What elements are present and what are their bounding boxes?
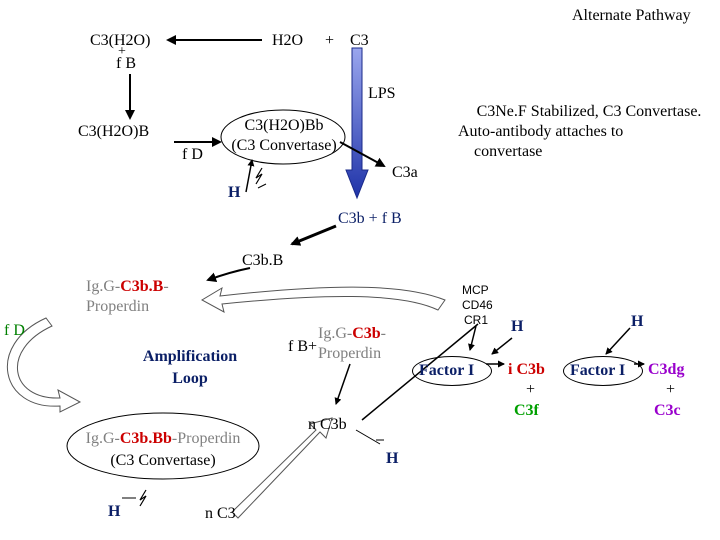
igg-c3bb-line1: Ig.G-C3b.B- — [86, 278, 169, 296]
c3a-label: C3a — [392, 164, 418, 181]
h-zigzag-top — [255, 167, 263, 185]
cr1-label: CR1 — [464, 313, 489, 327]
h-lower-line — [355, 429, 381, 445]
h-zigzag-bottom — [139, 489, 147, 507]
plus-c3dg-label: + — [666, 381, 676, 398]
lps-label: LPS — [368, 85, 396, 102]
igg2-c3b: C3b — [352, 325, 381, 342]
plus-small-label: + — [118, 44, 126, 59]
ic3b-label: i C3b — [508, 361, 545, 378]
igg2-prefix: Ig.G- — [318, 325, 353, 342]
c3nef-line3: convertase — [474, 143, 543, 160]
igg-c3bb: C3b.B — [120, 278, 164, 295]
h-lower-label: H — [386, 450, 399, 467]
n-c3-label: n C3 — [205, 505, 236, 522]
c3c-label: C3c — [654, 402, 681, 419]
c3b-fb-label: C3b + f B — [338, 210, 402, 227]
page-title: Alternate Pathway — [572, 7, 691, 24]
arrow-to-igg-c3bb — [206, 267, 251, 282]
igg2-dash: - — [380, 325, 386, 342]
igg-dash: - — [163, 278, 169, 295]
loop-label: Loop — [172, 370, 208, 387]
plus-c3-label: + — [325, 32, 335, 49]
c3h2obb-label: C3(H2O)Bb — [244, 117, 324, 134]
h-right-label: H — [631, 313, 644, 330]
igg3-properdin: -Properdin — [171, 430, 241, 447]
fb-top-label: f B — [116, 55, 136, 72]
loop-arrow-top — [200, 286, 446, 313]
loop-arrow-left — [6, 317, 82, 413]
igg3-prefix: Ig.G- — [85, 430, 120, 447]
fd-left-label: f D — [4, 322, 25, 339]
igg-prefix: Ig.G- — [86, 278, 121, 295]
c3bb-label: C3b.B — [242, 252, 284, 269]
arrow-to-c3bb — [290, 224, 337, 246]
c3h2o-label: C3(H2O) — [90, 32, 151, 49]
igg2-line1: Ig.G-C3b- — [318, 325, 386, 343]
igg-properdin-label: Properdin — [86, 298, 150, 315]
h-left-label: H — [228, 184, 241, 201]
arrow-to-c3a — [339, 141, 386, 167]
mcp-label: MCP — [462, 283, 489, 297]
c3-cleavage-arrow — [345, 47, 369, 200]
factor-i-2-ellipse — [563, 356, 643, 386]
factor-i-1-ellipse — [412, 356, 492, 386]
igg2-properdin-label: Properdin — [318, 345, 382, 362]
igg-c3bbb-ellipse — [66, 412, 260, 480]
h-inhibit-arrow — [245, 159, 255, 193]
c3-convertase-a-label: (C3 Convertase) — [231, 137, 337, 154]
h-bottom-label: H — [108, 503, 121, 520]
c3-convertase-b-label: (C3 Convertase) — [110, 452, 216, 469]
fb-plus-label: f B+ — [288, 338, 318, 355]
igg3-line1: Ig.G-C3b.Bb-Properdin — [68, 430, 258, 448]
loop-arrow-bottom — [231, 417, 333, 519]
arrow-h-right — [605, 327, 631, 355]
arrow-to-nc3b — [334, 363, 351, 405]
n-c3b-label: n C3b — [308, 416, 347, 433]
h-mid-label: H — [511, 318, 524, 335]
arrow-cofactors — [468, 325, 477, 351]
c3nef-line2: Auto-antibody attaches to — [458, 123, 624, 140]
c3dg-label: C3dg — [648, 361, 685, 378]
amplification-label: Amplification — [142, 348, 238, 365]
c3nef-line1: C3Ne.F Stabilized, C3 Convertase. — [476, 103, 702, 120]
c3f-label: C3f — [514, 402, 539, 419]
igg3-c3bbb: C3b.Bb — [119, 430, 172, 447]
arrow-h-mid — [491, 337, 513, 355]
plus-ic3b-label: + — [526, 381, 536, 398]
c3-top-label: C3 — [350, 32, 369, 49]
fd-mid-label: f D — [182, 146, 203, 163]
c3h2obb-ellipse — [220, 109, 346, 165]
cd46-label: CD46 — [462, 298, 493, 312]
c3h2ob-label: C3(H2O)B — [78, 123, 150, 140]
h2o-label: H2O — [272, 32, 304, 49]
